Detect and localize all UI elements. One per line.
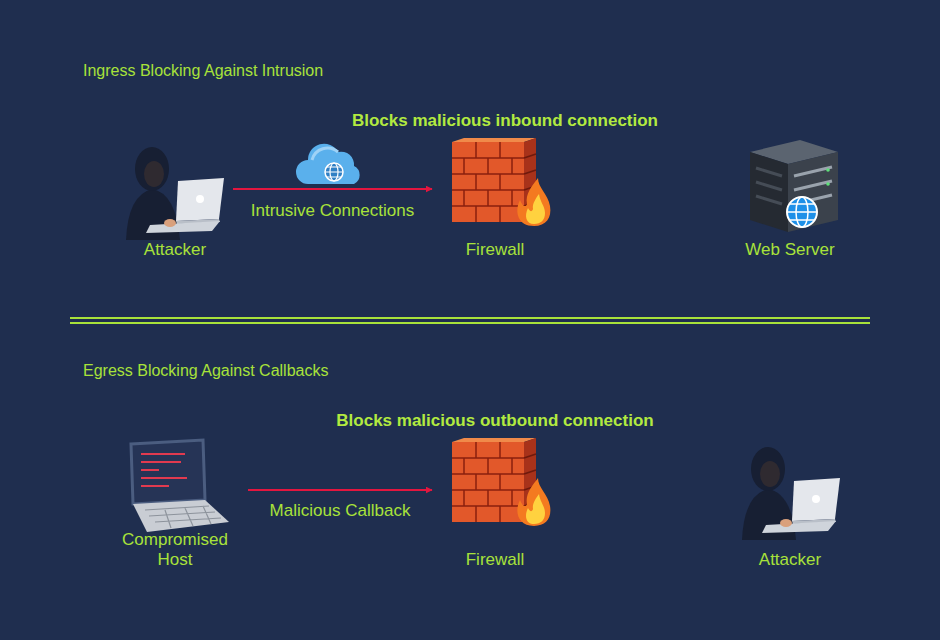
callout-text: Blocks malicious outbound connection: [285, 411, 705, 431]
attacker-icon: [742, 447, 840, 540]
section-heading: Ingress Blocking Against Intrusion: [83, 61, 503, 81]
divider-line: [70, 322, 870, 324]
connector-label: Intrusive Connections: [251, 201, 414, 221]
arrow-connector: [233, 188, 432, 190]
node-label: Attacker: [144, 240, 206, 260]
attacker-node: Attacker: [120, 140, 230, 260]
firewall-icon: [452, 138, 550, 226]
cloud-icon: [296, 144, 360, 184]
divider-line: [70, 317, 870, 319]
attacker-node: Attacker: [730, 440, 850, 570]
firewall-icon: [452, 438, 550, 526]
firewall-node: Firewall: [435, 140, 555, 260]
callout-text: Blocks malicious inbound connection: [295, 111, 715, 131]
node-label: Firewall: [466, 550, 525, 570]
node-label: Web Server: [745, 240, 834, 260]
section-heading: Egress Blocking Against Callbacks: [83, 361, 503, 381]
connector-label: Malicious Callback: [270, 501, 411, 521]
arrow-connector: [248, 489, 432, 491]
node-label: Compromised Host: [105, 530, 245, 570]
web-server-node: Web Server: [730, 140, 850, 260]
compromised-host-node: Compromised Host: [105, 440, 245, 570]
node-label: Firewall: [466, 240, 525, 260]
node-label: Attacker: [759, 550, 821, 570]
firewall-node: Firewall: [435, 440, 555, 570]
laptop-icon: [131, 440, 229, 532]
web-server-icon: [750, 140, 838, 232]
attacker-icon: [126, 147, 224, 240]
